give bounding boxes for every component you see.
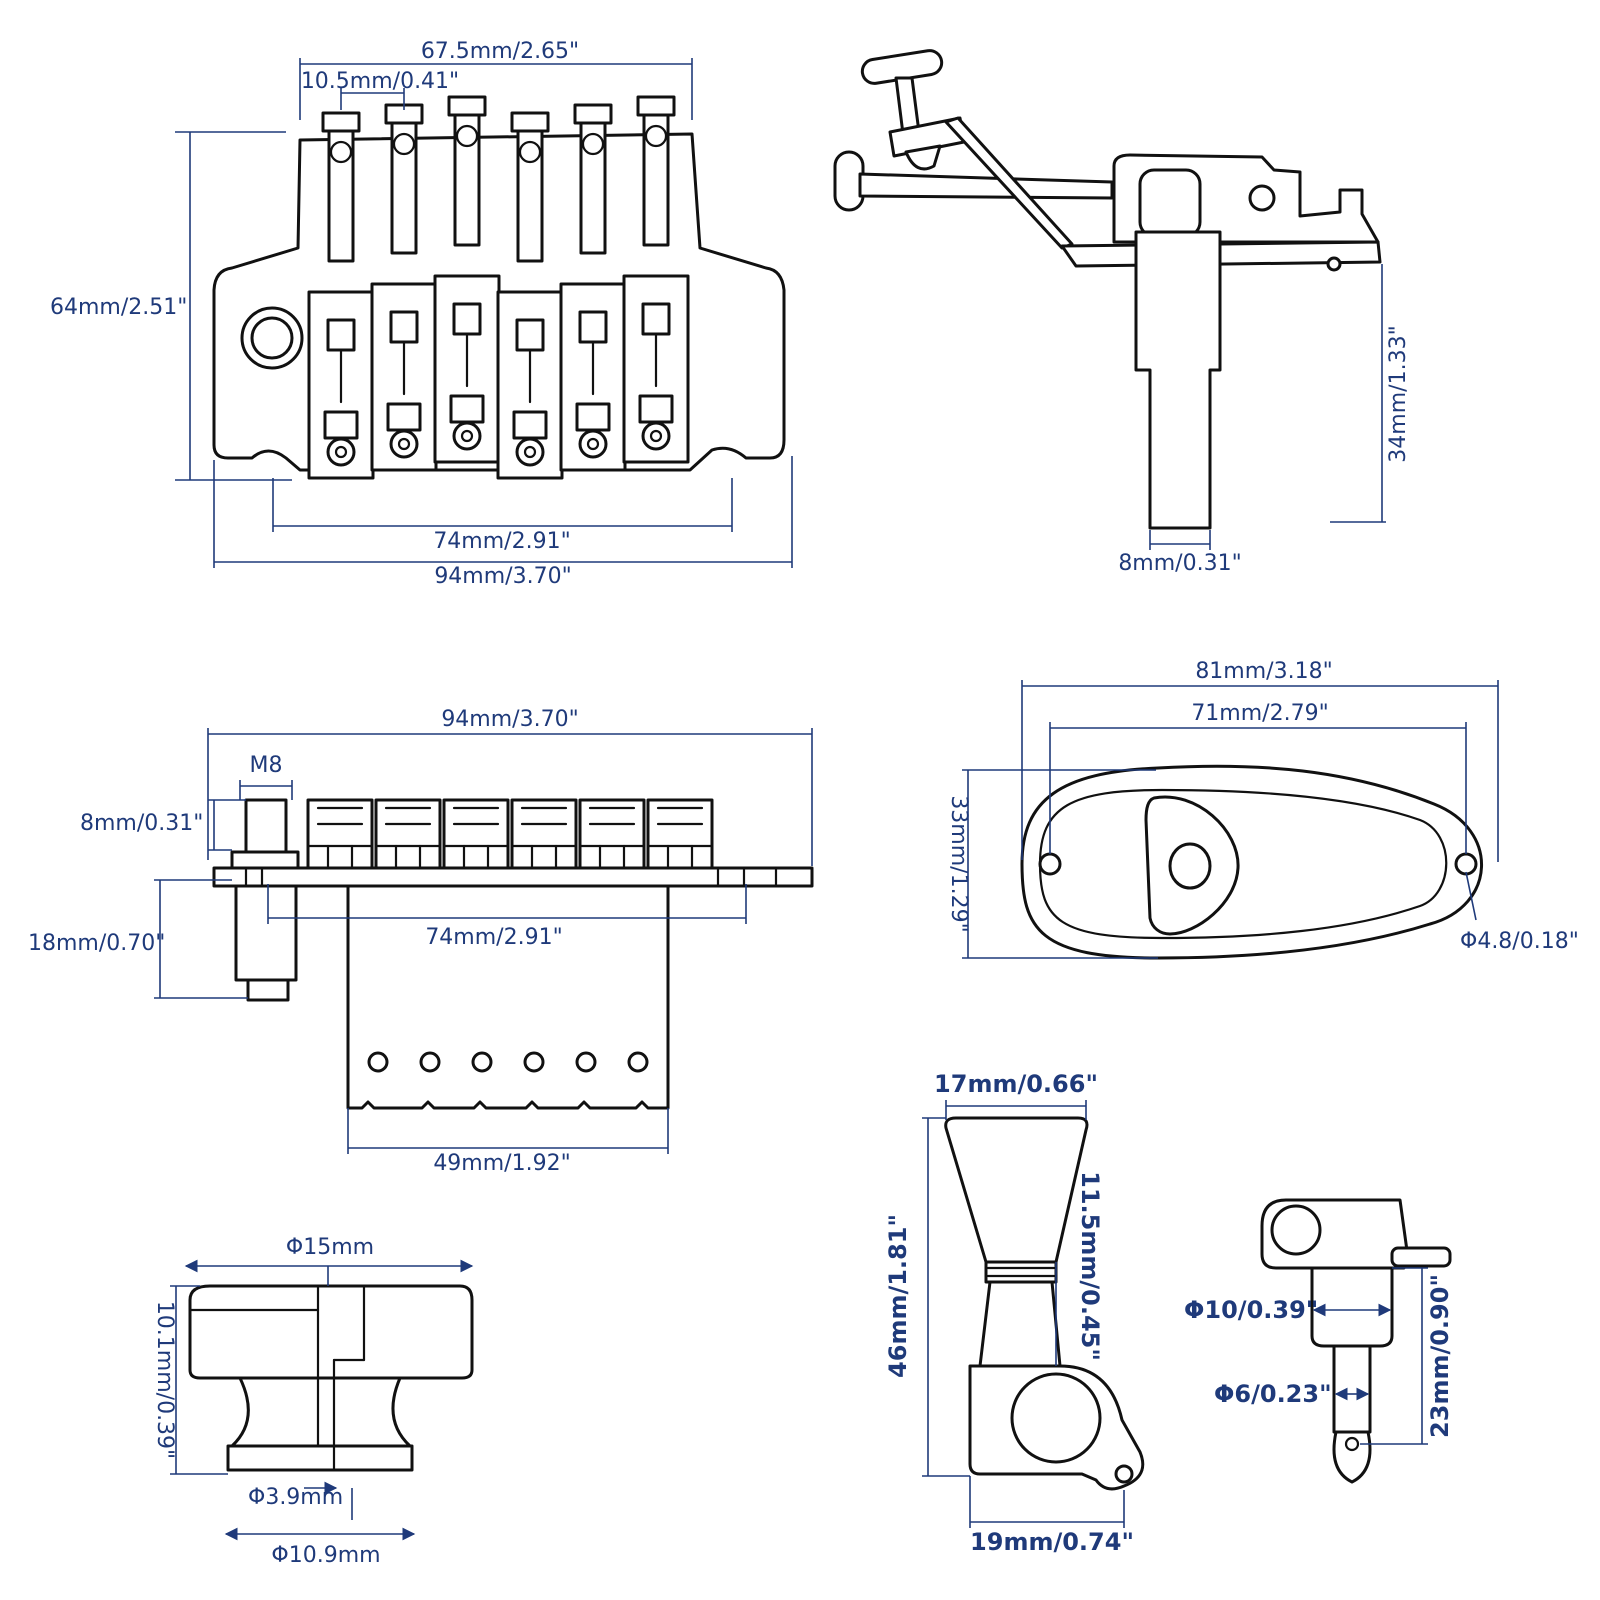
tuner-shaft-ring [984,1260,1058,1284]
dim-plate-hole-diameter: Φ4.8/0.18" [1460,929,1579,954]
saddle-block [1138,168,1202,238]
dim-strap-hole: Φ3.9mm [248,1485,343,1510]
dim-stud-top: 8mm/0.31" [80,811,203,836]
string-hole [367,1051,389,1073]
dim-tuner-housing: 19mm/0.74" [970,1528,1134,1556]
stud-tip [246,978,290,1002]
stud-washer [230,850,300,870]
tuner-post-bushing [1310,1266,1394,1348]
dim-post-shaft: Φ6/0.23" [1214,1380,1332,1408]
string-hole [627,1051,649,1073]
dim-plate-hole-spacing: 71mm/2.79" [1191,701,1328,726]
dim-thread: M8 [250,753,283,778]
fine-tuner-screw [1326,256,1342,272]
mount-hole-left [1038,852,1062,876]
saddle-column [622,95,690,464]
dim-top-screw-spacing: 74mm/2.91" [425,925,562,950]
saddle-column [496,111,564,480]
string-hole [523,1051,545,1073]
dim-stud-height: 18mm/0.70" [28,931,165,956]
strap-button-waist [230,1376,412,1448]
mount-hole-right [1454,852,1478,876]
saddle-top [374,798,442,870]
bridge-front-view: 67.5mm/2.65" 10.5mm/0.41" 64mm/2.51" 74m… [50,39,793,589]
strap-button-cap [188,1284,474,1380]
dim-post-width: 8mm/0.31" [1118,551,1241,576]
dim-tuner-button-width: 17mm/0.66" [934,1070,1098,1098]
dim-screw-spacing: 74mm/2.91" [433,529,570,554]
tuner-post-string-hole [1270,1204,1322,1256]
tremolo-arm-knob [904,144,942,171]
jack-plate-outline [1020,764,1483,960]
dim-height: 64mm/2.51" [50,295,187,320]
tuner-post-shaft [1332,1344,1372,1434]
tuner-post-tab [1390,1246,1452,1268]
jack-plate-inner [1038,788,1448,940]
saddle-column [307,111,375,480]
jack-socket-hole [1168,842,1212,890]
dim-total-width: 94mm/3.70" [434,564,571,589]
string-hole [419,1051,441,1073]
tremolo-arm-bar [858,172,1114,200]
tuner-side-view: 17mm/0.66" 46mm/1.81" 11.5mm/0.45" 19mm/… [884,1070,1145,1556]
dim-tuner-height: 46mm/1.81" [884,1214,912,1378]
string-hole [575,1051,597,1073]
bridge-top-view: 94mm/3.70" M8 8mm/0.31" 18mm/0.70" 74mm/… [28,707,814,1176]
sustain-block [1134,230,1222,530]
tuner-post-tip [1332,1430,1372,1484]
dim-top-width: 67.5mm/2.65" [421,39,579,64]
tuner-shaft [978,1280,1062,1368]
saddle-top [646,798,714,870]
dim-block-width: 49mm/1.92" [433,1151,570,1176]
tuner-post-screw [1344,1436,1360,1452]
strap-button-view: Φ15mm 10.1mm/0.39" Φ3.9mm Φ10.9mm [152,1235,474,1568]
tuner-mount-hole [1114,1464,1134,1484]
stud-head [244,798,288,854]
tuner-button [944,1116,1089,1264]
dim-saddle-spacing: 10.5mm/0.41" [301,69,459,94]
dim-strap-top: Φ15mm [286,1235,374,1260]
bridge-plate [212,866,814,888]
dim-plate-height: 33mm/1.29" [946,795,971,932]
dim-strap-height: 10.1mm/0.39" [152,1301,177,1459]
saddle-column [433,95,501,464]
saddle-top [442,798,510,870]
saddle-column [559,103,627,472]
string-hole [471,1051,493,1073]
bridge-mount-hole-inner [250,316,294,360]
tremolo-block [346,884,670,1110]
saddle-top [510,798,578,870]
jack-plate-view: 81mm/3.18" 71mm/2.79" 33mm/1.29" Φ4.8/0.… [946,659,1579,960]
dim-top-total-width: 94mm/3.70" [441,707,578,732]
dim-post-bushing: Φ10/0.39" [1184,1296,1318,1324]
tuner-gear-cover [1010,1372,1102,1464]
saddle-top [306,798,374,870]
tremolo-arm-rod [944,116,1074,250]
dim-tuner-shaft: 11.5mm/0.45" [1076,1171,1104,1361]
dim-strap-base: Φ10.9mm [271,1543,380,1568]
saddle-top [578,798,646,870]
side-hole [1248,184,1276,212]
bridge-side-view: 34mm/1.33" 8mm/0.31" [833,49,1411,576]
dim-plate-outer-width: 81mm/3.18" [1195,659,1332,684]
dim-block-height: 34mm/1.33" [1386,325,1411,462]
strap-button-base [226,1444,414,1472]
tuner-post-view: Φ10/0.39" Φ6/0.23" 23mm/0.90" [1184,1198,1454,1484]
dim-post-height: 23mm/0.90" [1426,1274,1454,1438]
